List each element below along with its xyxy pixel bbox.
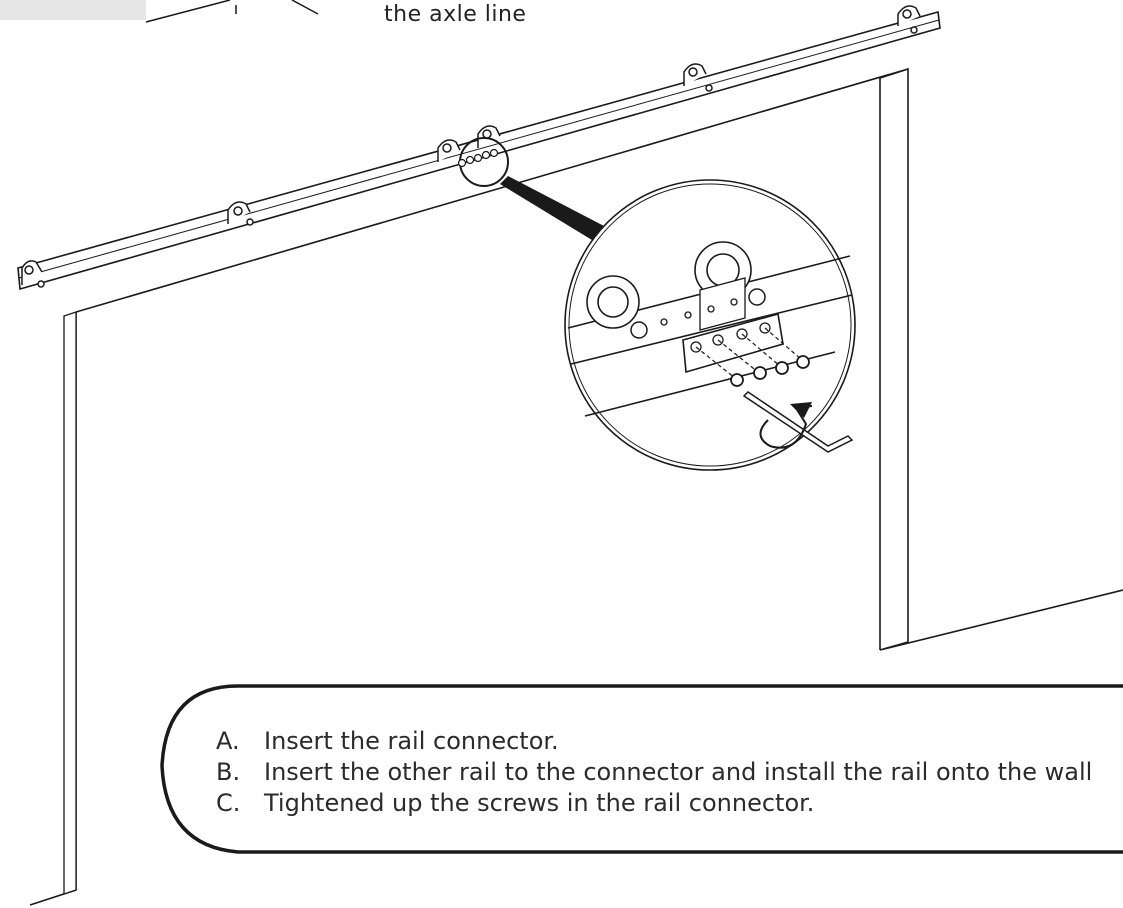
corner-pointer-lines: [145, 0, 319, 23]
callout-pointer: [500, 176, 604, 240]
step-letter: A.: [216, 727, 240, 755]
step-letter: C.: [216, 789, 241, 817]
step-text: Insert the other rail to the connector a…: [264, 758, 1093, 786]
corner-panel: [0, 0, 146, 20]
step-letter: B.: [216, 758, 241, 786]
instruction-box: [160, 684, 1123, 854]
step-b: B. Insert the other rail to the connecto…: [216, 757, 1116, 788]
step-a: A. Insert the rail connector.: [216, 726, 1116, 757]
door-edge: [63, 311, 77, 895]
connector-screws: [457, 148, 499, 168]
axle-line-caption: the axle line: [384, 2, 527, 27]
zoom-detail: [564, 179, 856, 471]
rail-bracket: [21, 5, 921, 288]
step-c: C. Tightened up the screws in the rail c…: [216, 788, 1116, 819]
step-text: Tightened up the screws in the rail conn…: [264, 789, 815, 817]
rotation-arrow: [759, 405, 813, 449]
hex-key: [742, 391, 854, 453]
instruction-list: A. Insert the rail connector. B. Insert …: [216, 726, 1116, 819]
step-text: Insert the rail connector.: [264, 727, 559, 755]
